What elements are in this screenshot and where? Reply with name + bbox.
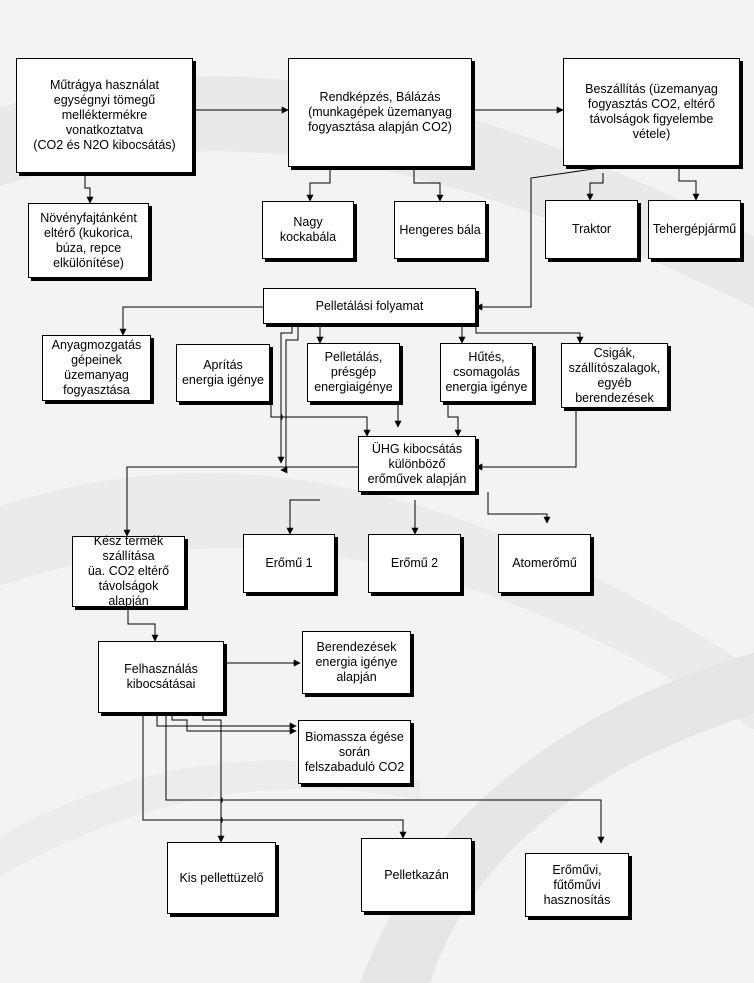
- node-tehergepjarmu: Tehergépjármű: [648, 200, 741, 259]
- node-beszallitas: Beszállítás (üzemanyag fogyasztás CO2, e…: [563, 58, 740, 166]
- edge-felhasznalas-pelletkazan: [142, 713, 407, 839]
- node-csigak: Csigák, szállítószalagok, egyéb berendez…: [561, 343, 668, 408]
- edge-uhg-atomeromu: [487, 492, 551, 524]
- node-atomeromu: Atomerőmű: [498, 534, 591, 593]
- edge-felhasznalas-eromuvi: [165, 713, 605, 844]
- node-novenyfajtankent: Növényfajtánként eltérő (kukorica, búza,…: [28, 203, 149, 278]
- node-berendezesek: Berendezések energia igénye alapján: [302, 631, 411, 694]
- edge-felhasznalas-kispellet: [202, 713, 225, 843]
- edge-pelletalasi-csigak: [475, 324, 584, 344]
- edge-rendkepzes-nagykockabala: [306, 167, 331, 202]
- node-eromu1: Erőmű 1: [243, 534, 335, 593]
- edge-hutes-uhg: [447, 402, 462, 437]
- node-biomassza: Biomassza égése során felszabaduló CO2: [298, 720, 411, 784]
- edge-keszterme-felhasznalas: [127, 607, 159, 642]
- node-eromu2: Erőmű 2: [368, 534, 461, 593]
- edge-beszallitas-tehergepjarmu: [678, 166, 700, 201]
- edge-beszallitas-traktor: [586, 173, 604, 201]
- edge-pelletalasi-anyagmozgatas: [119, 306, 263, 336]
- node-traktor: Traktor: [545, 200, 638, 259]
- node-mutragya: Műtrágya használat egységnyi tömegű mell…: [16, 58, 193, 173]
- edge-felhasznalas-biomassza-2: [171, 713, 297, 735]
- node-pelletalasi-folyamat: Pelletálási folyamat: [263, 288, 476, 324]
- crossing-hop: [280, 413, 283, 421]
- edge-apritas-uhg: [270, 402, 371, 437]
- node-apritas: Aprítás energia igénye: [176, 344, 270, 402]
- edge-mutragya-novenyfajta: [84, 173, 94, 204]
- node-felhasznalas: Felhasználás kibocsátásai: [98, 641, 224, 713]
- node-eromuvi: Erőművi, fűtőművi hasznosítás: [525, 853, 629, 917]
- edge-rendkepzes-hengeresbala: [413, 167, 444, 202]
- edge-beszallitas-pelletalas: [475, 167, 601, 311]
- edge-csigak-uhg: [475, 408, 577, 471]
- crossing-hop: [220, 796, 223, 804]
- node-hengeres-bala: Hengeres bála: [394, 201, 486, 259]
- node-rendkepzes: Rendképzés, Bálázás (munkagépek üzemanya…: [288, 58, 472, 167]
- edge-uhg-eromu1: [286, 499, 320, 535]
- node-uhg: ÜHG kibocsátás különböző erőművek alapjá…: [358, 436, 476, 492]
- node-pelletkazan: Pelletkazán: [361, 838, 472, 912]
- node-kesz-termek: Kész termék szállítása üa. CO2 eltérő tá…: [72, 534, 185, 608]
- node-anyagmozgatas: Anyagmozgatás gépeinek üzemanyag fogyasz…: [42, 335, 151, 401]
- node-hutes: Hűtés, csomagolás energia igénye: [440, 343, 533, 402]
- node-kis-pellettuzelo: Kis pellettüzelő: [167, 842, 276, 914]
- crossing-hop: [220, 816, 223, 824]
- edge-uhg-keszterme: [123, 466, 358, 537]
- node-pelletalas: Pelletálás, présgép energiaigénye: [307, 343, 400, 402]
- node-nagy-kockabala: Nagy kockabála: [262, 201, 354, 259]
- edge-pelletalasi-apritas-loop: [281, 324, 299, 470]
- edge-felhasznalas-biomassza: [156, 713, 297, 730]
- edge-pelletalasi-down: [277, 324, 293, 464]
